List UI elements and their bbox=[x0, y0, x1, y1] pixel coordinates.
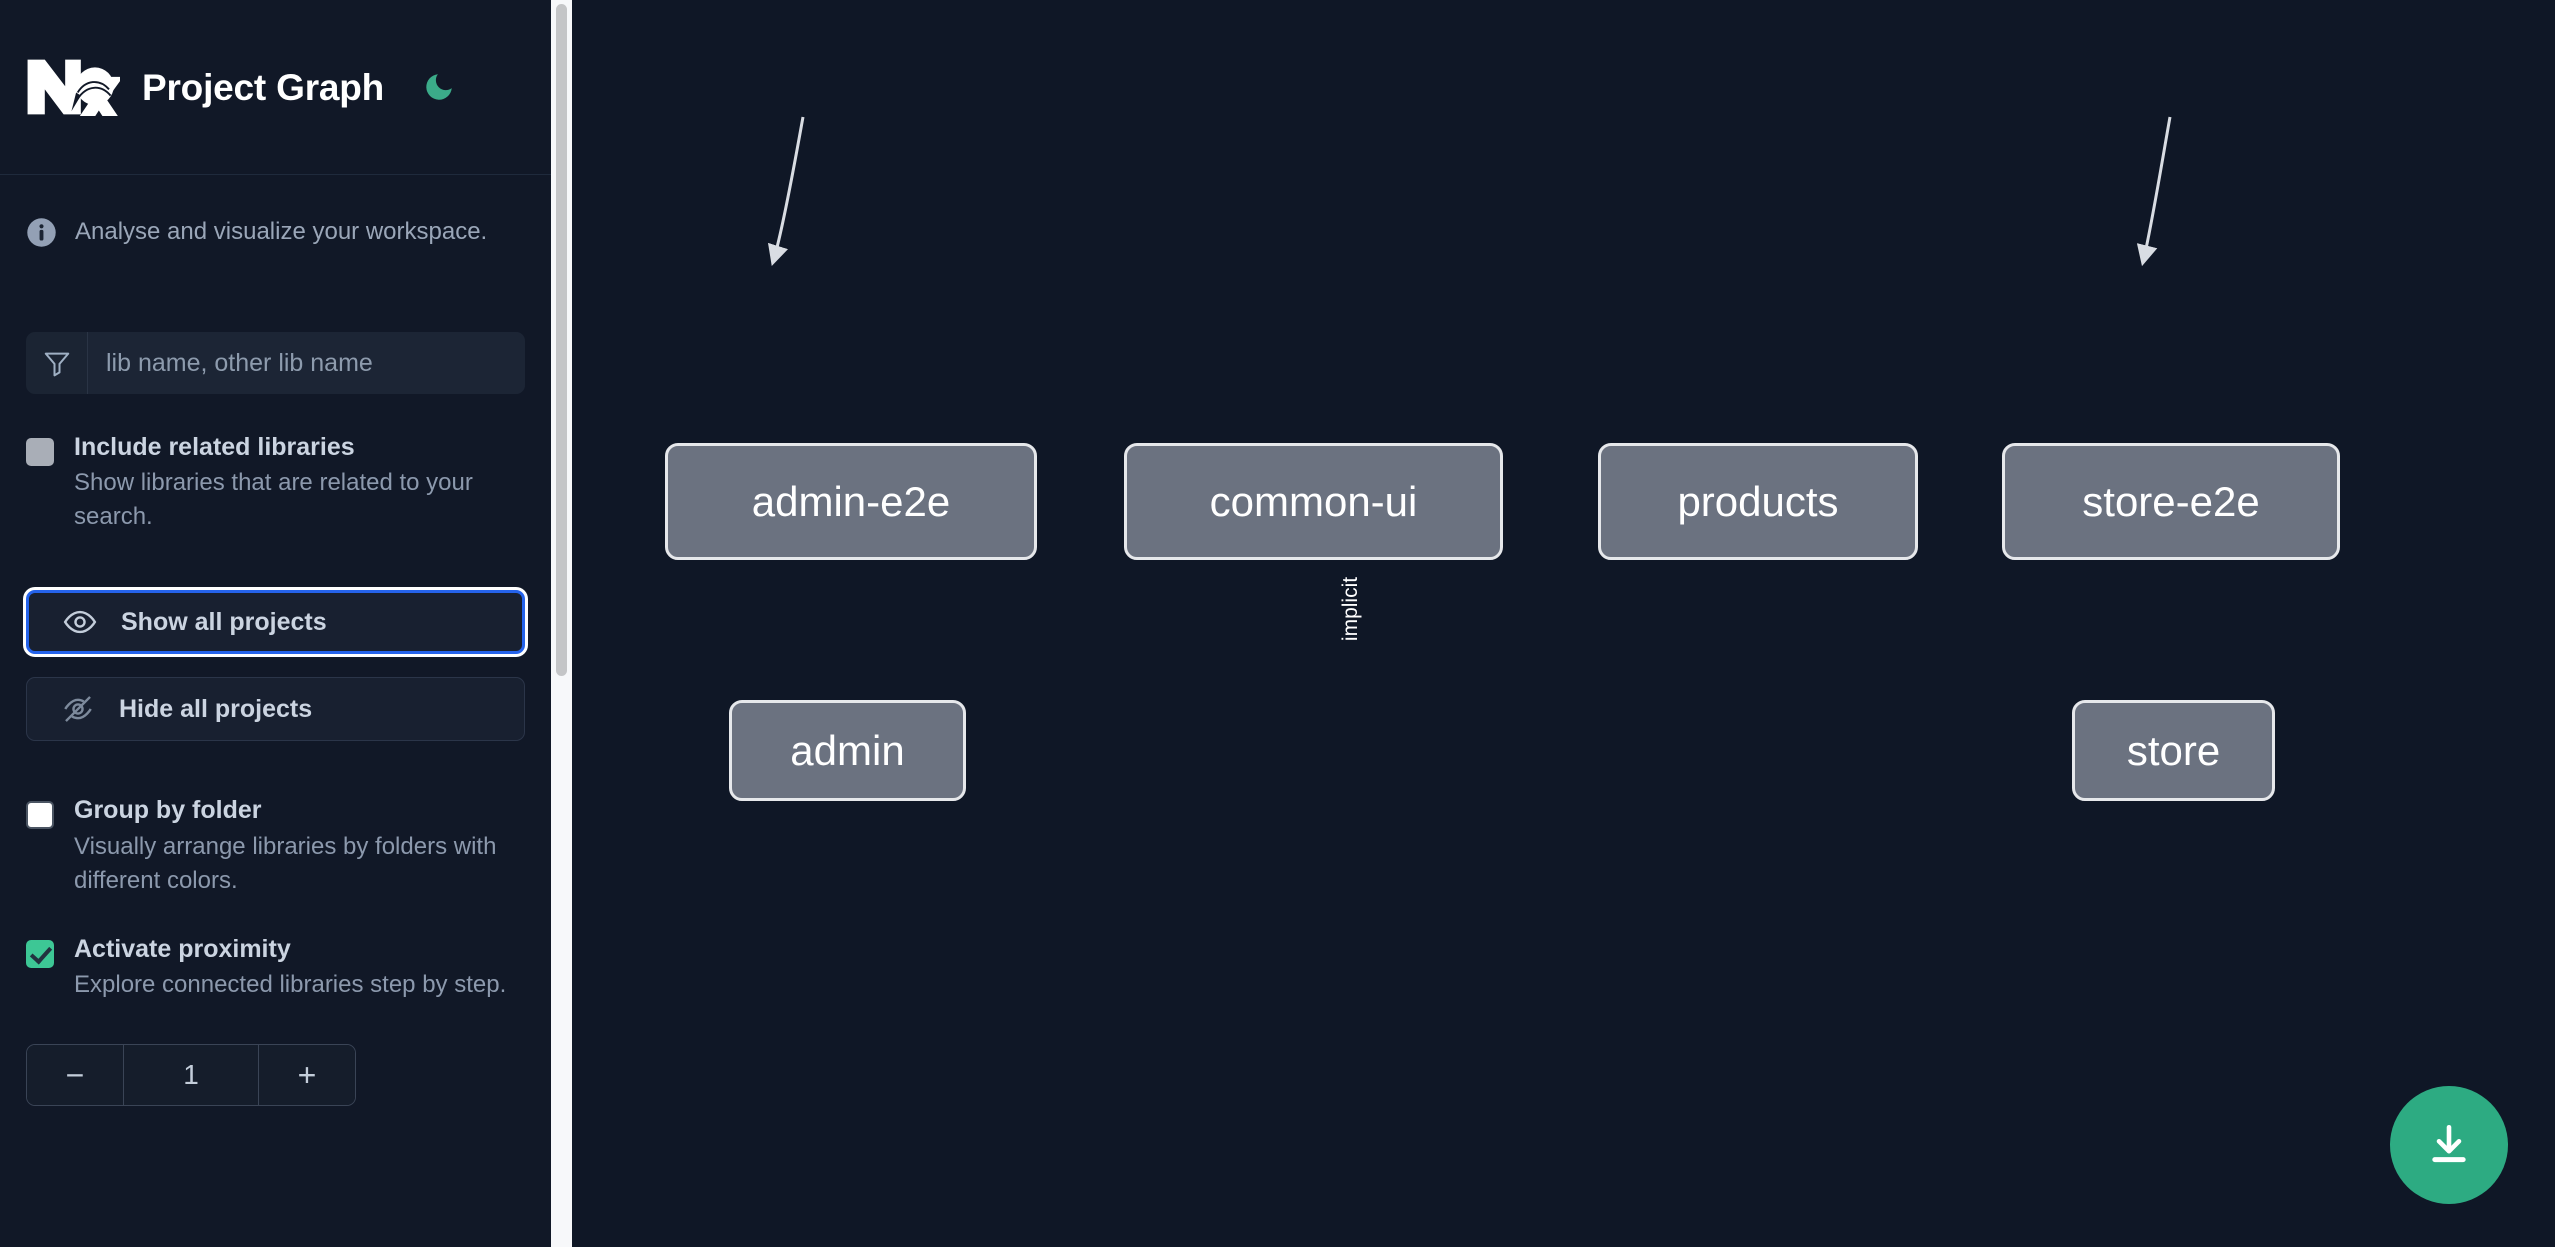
hide-all-projects-button[interactable]: Hide all projects bbox=[26, 677, 525, 742]
proximity-stepper[interactable]: − 1 + bbox=[26, 1044, 356, 1107]
option-description: Explore connected libraries step by step… bbox=[74, 971, 507, 999]
graph-node-label: admin-e2e bbox=[751, 477, 951, 525]
option-text: Include related libraries Show libraries… bbox=[74, 432, 525, 534]
option-text: Group by folder Visually arrange librari… bbox=[74, 795, 525, 897]
tagline-row: Analyse and visualize your workspace. bbox=[0, 175, 551, 248]
graph-node-products[interactable]: products bbox=[1598, 443, 1918, 560]
page-title: Project Graph bbox=[142, 66, 385, 108]
graph-node-store[interactable]: store bbox=[2072, 700, 2275, 801]
filter-search-box[interactable] bbox=[26, 332, 525, 394]
search-input[interactable] bbox=[88, 332, 525, 394]
graph-node-store-e2e[interactable]: store-e2e bbox=[2002, 443, 2340, 560]
graph-node-common-ui[interactable]: common-ui bbox=[1124, 443, 1503, 560]
download-graph-button[interactable] bbox=[2390, 1086, 2508, 1204]
graph-node-label: store bbox=[2126, 726, 2221, 774]
option-title: Activate proximity bbox=[74, 934, 291, 963]
proximity-value: 1 bbox=[124, 1045, 258, 1106]
graph-node-label: common-ui bbox=[1209, 477, 1418, 525]
info-icon bbox=[27, 218, 56, 247]
edge-admin-e2e-to-admin bbox=[767, 116, 805, 267]
option-group-by-folder[interactable]: Group by folder Visually arrange librari… bbox=[0, 795, 551, 897]
group-by-folder-checkbox[interactable] bbox=[26, 801, 54, 830]
proximity-decrement-button[interactable]: − bbox=[27, 1045, 124, 1106]
graph-edges bbox=[767, 116, 2172, 267]
graph-node-admin-e2e[interactable]: admin-e2e bbox=[665, 443, 1037, 560]
option-include-related-libraries[interactable]: Include related libraries Show libraries… bbox=[0, 432, 551, 534]
nx-logo bbox=[27, 59, 120, 116]
eye-icon bbox=[63, 611, 97, 634]
sidebar-header: Project Graph bbox=[0, 0, 551, 175]
option-activate-proximity[interactable]: Activate proximity Explore connected lib… bbox=[0, 934, 551, 1002]
edge-label-implicit-admin: implicit bbox=[1339, 576, 1363, 642]
option-description: Visually arrange libraries by folders wi… bbox=[74, 832, 497, 894]
sidebar-scrollbar-thumb[interactable] bbox=[556, 4, 567, 676]
include-related-libraries-checkbox[interactable] bbox=[26, 438, 54, 466]
proximity-increment-button[interactable]: + bbox=[258, 1045, 355, 1106]
moon-icon[interactable] bbox=[417, 65, 461, 109]
show-all-projects-button[interactable]: Show all projects bbox=[26, 590, 525, 655]
sidebar-scrollbar-track[interactable] bbox=[551, 0, 572, 1247]
edge-store-e2e-to-store bbox=[2136, 116, 2172, 267]
sidebar-body: Analyse and visualize your workspace. In… bbox=[0, 175, 551, 1107]
moon-icon-glyph bbox=[426, 74, 452, 100]
option-description: Show libraries that are related to your … bbox=[74, 469, 473, 531]
graph-node-label: products bbox=[1677, 477, 1839, 525]
activate-proximity-checkbox[interactable] bbox=[26, 939, 54, 968]
sidebar: Project Graph Analyse and visualize your… bbox=[0, 0, 551, 1247]
option-text: Activate proximity Explore connected lib… bbox=[74, 934, 525, 1002]
option-title: Include related libraries bbox=[74, 433, 355, 461]
tagline-text: Analyse and visualize your workspace. bbox=[75, 218, 488, 246]
eye-off-icon bbox=[64, 696, 92, 723]
graph-node-admin[interactable]: admin bbox=[729, 700, 966, 801]
download-icon bbox=[2432, 1125, 2466, 1163]
filter-funnel-icon bbox=[26, 332, 88, 394]
show-all-projects-label: Show all projects bbox=[121, 607, 327, 636]
graph-node-label: store-e2e bbox=[2082, 477, 2260, 525]
hide-all-projects-label: Hide all projects bbox=[119, 694, 313, 723]
graph-canvas[interactable]: implicit implicit admin-e2e common-ui pr… bbox=[551, 0, 2555, 1247]
graph-node-label: admin bbox=[790, 726, 905, 774]
option-title: Group by folder bbox=[74, 796, 262, 825]
filter-funnel-icon-glyph bbox=[44, 352, 69, 377]
